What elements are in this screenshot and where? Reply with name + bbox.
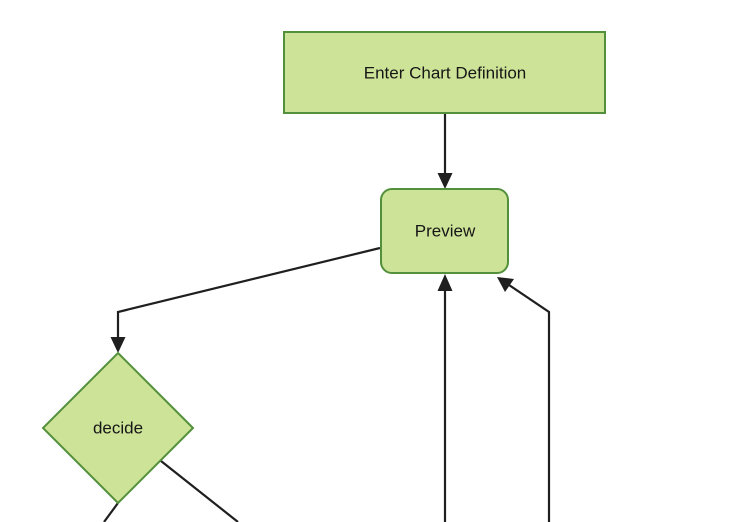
- node-enter-chart-definition[interactable]: Enter Chart Definition: [283, 31, 606, 114]
- node-label: decide: [93, 418, 143, 437]
- arrowhead-icon: [497, 277, 514, 292]
- edge-decide-out-right[interactable]: [160, 460, 239, 522]
- edge-line: [505, 282, 551, 522]
- edge-line: [103, 502, 119, 522]
- arrowhead-icon: [110, 337, 126, 353]
- edge-preview-to-decide[interactable]: [110, 246, 381, 353]
- edge-line: [116, 246, 381, 346]
- node-decide[interactable]: decide: [41, 351, 195, 505]
- node-shape-diamond: [41, 351, 195, 505]
- node-shape-rectangle: [283, 31, 606, 114]
- edge-layer: [103, 114, 551, 522]
- edge-into-preview-bottom-right[interactable]: [497, 277, 551, 522]
- node-layer: Enter Chart Definition Preview decide: [41, 31, 606, 505]
- arrowhead-icon: [437, 274, 453, 291]
- node-label: Enter Chart Definition: [364, 63, 527, 82]
- node-preview[interactable]: Preview: [380, 188, 509, 274]
- node-label: Preview: [415, 221, 476, 240]
- edge-line: [160, 460, 239, 522]
- node-shape-rounded-rectangle: [380, 188, 509, 274]
- edge-enter-to-preview[interactable]: [437, 114, 453, 189]
- edge-decide-out-left[interactable]: [103, 502, 119, 522]
- edge-into-preview-bottom[interactable]: [437, 274, 453, 522]
- arrowhead-icon: [437, 173, 453, 189]
